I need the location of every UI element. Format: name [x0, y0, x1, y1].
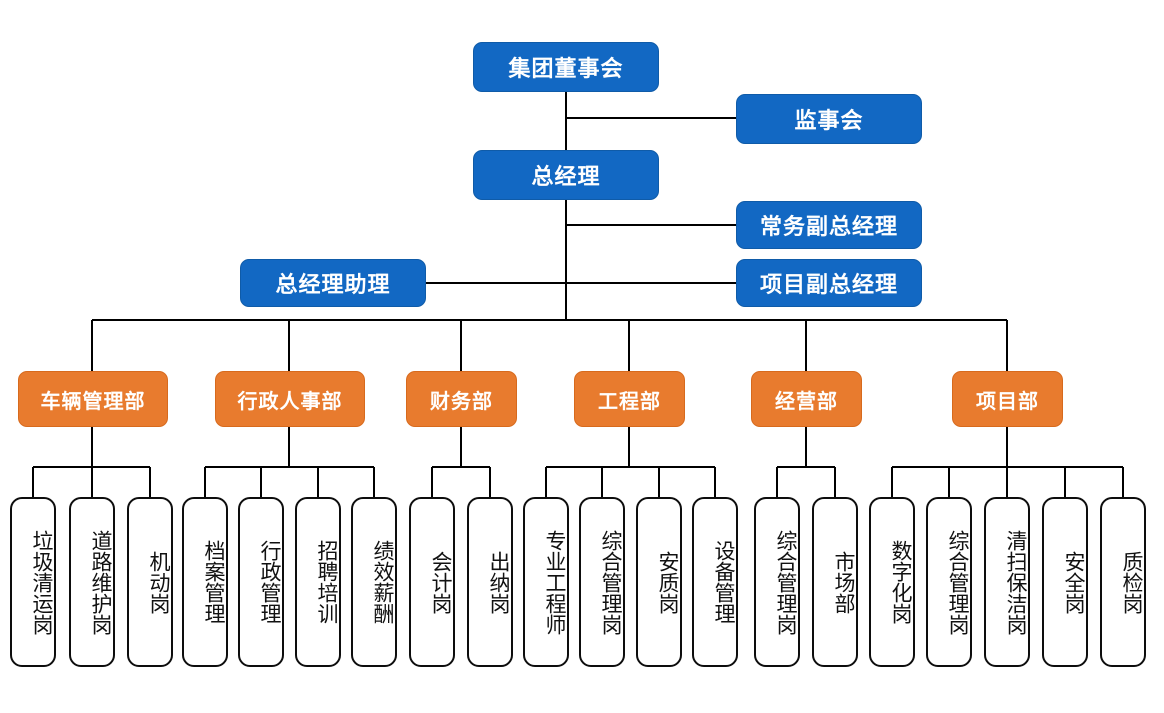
- node-position-engineering-3[interactable]: 设备管理: [692, 497, 738, 667]
- node-gm-assistant[interactable]: 总经理助理: [240, 259, 426, 307]
- node-position-project-1[interactable]: 综合管理岗: [926, 497, 972, 667]
- node-general-manager[interactable]: 总经理: [473, 150, 659, 200]
- node-position-admin-hr-2[interactable]: 招聘培训: [295, 497, 341, 667]
- node-position-operations-0[interactable]: 综合管理岗: [754, 497, 800, 667]
- node-position-finance-0[interactable]: 会计岗: [409, 497, 455, 667]
- node-position-vehicle-1[interactable]: 道路维护岗: [69, 497, 115, 667]
- node-supervisory-board[interactable]: 监事会: [736, 94, 922, 144]
- node-department-operations[interactable]: 经营部: [751, 371, 862, 427]
- node-department-vehicle[interactable]: 车辆管理部: [18, 371, 168, 427]
- node-position-engineering-1[interactable]: 综合管理岗: [579, 497, 625, 667]
- node-position-engineering-0[interactable]: 专业工程师: [523, 497, 569, 667]
- node-department-admin-hr[interactable]: 行政人事部: [215, 371, 365, 427]
- node-position-finance-1[interactable]: 出纳岗: [467, 497, 513, 667]
- node-project-vice-gm[interactable]: 项目副总经理: [736, 259, 922, 307]
- node-department-project[interactable]: 项目部: [952, 371, 1063, 427]
- node-department-engineering[interactable]: 工程部: [574, 371, 685, 427]
- node-position-engineering-2[interactable]: 安质岗: [636, 497, 682, 667]
- node-position-vehicle-0[interactable]: 垃圾清运岗: [10, 497, 56, 667]
- node-position-project-4[interactable]: 质检岗: [1100, 497, 1146, 667]
- node-department-finance[interactable]: 财务部: [406, 371, 517, 427]
- node-position-vehicle-2[interactable]: 机动岗: [127, 497, 173, 667]
- node-position-admin-hr-1[interactable]: 行政管理: [238, 497, 284, 667]
- node-position-operations-1[interactable]: 市场部: [812, 497, 858, 667]
- node-position-admin-hr-3[interactable]: 绩效薪酬: [351, 497, 397, 667]
- node-board-of-directors[interactable]: 集团董事会: [473, 42, 659, 92]
- node-position-project-0[interactable]: 数字化岗: [869, 497, 915, 667]
- node-position-project-3[interactable]: 安全岗: [1042, 497, 1088, 667]
- node-executive-vice-gm[interactable]: 常务副总经理: [736, 201, 922, 249]
- node-position-admin-hr-0[interactable]: 档案管理: [182, 497, 228, 667]
- node-position-project-2[interactable]: 清扫保洁岗: [984, 497, 1030, 667]
